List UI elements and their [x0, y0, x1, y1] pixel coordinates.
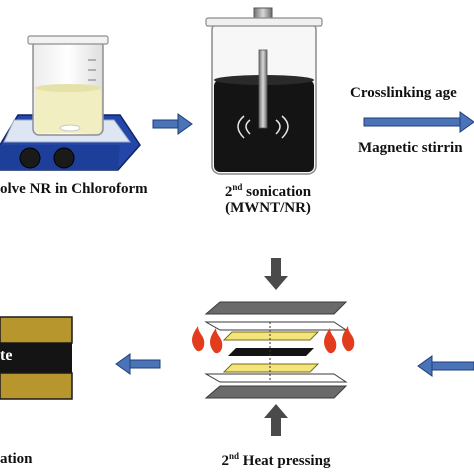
composite-sample-icon: [0, 316, 73, 400]
flow-arrow-left-2: [115, 353, 161, 375]
step5-caption: 2nd Heat pressing: [221, 451, 331, 469]
bottom-plate: [204, 385, 348, 399]
top-plate: [204, 301, 348, 315]
sonication-probe: [258, 49, 268, 129]
sample-sheet-bottom: [222, 363, 320, 373]
sonication-beaker-icon: [205, 7, 323, 175]
beaker-hotplate-icon: [0, 35, 141, 171]
crosslinking-label: Crosslinking age: [350, 85, 457, 101]
composite-middle-layer: [0, 343, 72, 373]
step2-subcaption: (MWNT/NR): [225, 200, 311, 216]
sample-sheet-top: [222, 331, 320, 341]
composite-top-layer: [0, 316, 73, 344]
nr-solution: [35, 88, 101, 133]
composite-box-label: te: [0, 347, 13, 364]
press-arrow-down: [264, 258, 288, 290]
stir-bar: [59, 124, 81, 132]
step1-caption: olve NR in Chloroform: [0, 181, 148, 197]
heat-press-stack-icon: [204, 301, 348, 399]
step6-caption: ation: [0, 451, 33, 467]
flow-arrow-right-1: [152, 113, 193, 135]
flow-arrow-right-2: [363, 111, 474, 133]
flow-arrow-left-1: [417, 355, 474, 377]
flame-icon: [192, 326, 355, 354]
hot-plate-knob-right: [53, 147, 75, 169]
mwnt-nr-sheet: [228, 348, 314, 356]
press-arrow-up: [264, 404, 288, 436]
magnetic-stirring-label: Magnetic stirrin: [358, 140, 463, 156]
composite-bottom-layer: [0, 372, 73, 400]
hot-plate-knob-left: [19, 147, 41, 169]
step2-caption: 2nd sonication: [224, 182, 312, 200]
